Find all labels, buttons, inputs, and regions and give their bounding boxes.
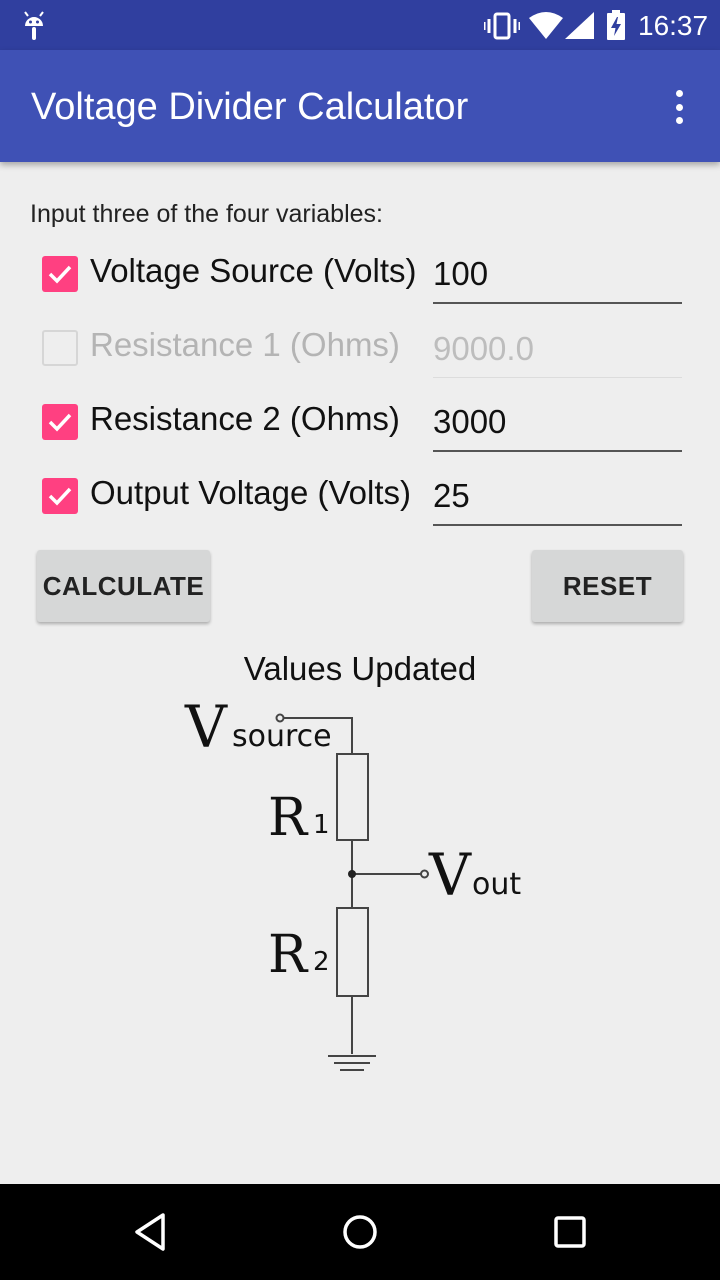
resistance-2-checkbox[interactable] [42,404,78,440]
resistance-2-label: Resistance 2 (Ohms) [90,400,400,437]
vibrate-icon [483,12,521,45]
voltage-divider-diagram: V source R 1 R 2 V out [184,693,521,1071]
output-voltage-row: Output Voltage (Volts) [42,468,682,528]
home-icon[interactable] [300,1184,420,1280]
recent-apps-icon[interactable] [510,1184,630,1280]
resistance-2-row: Resistance 2 (Ohms) [42,394,682,454]
resistor-r1 [336,753,369,841]
more-vert-icon[interactable] [662,84,696,130]
v-source-subscript: source [232,719,332,754]
resistance-1-input[interactable] [433,320,682,378]
app-bar: Voltage Divider Calculator [0,50,720,162]
v-out-label: V [428,841,472,909]
junction-dot [348,870,356,878]
back-icon[interactable] [90,1184,210,1280]
r2-label: R [268,925,309,985]
v-out-subscript: out [472,867,521,902]
app-title: Voltage Divider Calculator [31,86,469,128]
voltage-source-label: Voltage Source (Volts) [90,252,417,289]
resistance-1-checkbox[interactable] [42,330,78,366]
android-debug-icon [22,10,46,47]
calculate-button[interactable]: CALCULATE [37,550,210,622]
navigation-bar [0,1184,720,1280]
status-bar: 16:37 [0,0,720,50]
r2-subscript: 2 [313,947,330,977]
resistance-1-label: Resistance 1 (Ohms) [90,326,400,363]
v-out-terminal [420,869,429,879]
reset-button[interactable]: RESET [532,550,683,622]
r1-subscript: 1 [313,810,330,840]
wifi-icon [529,12,563,45]
resistor-r2 [336,907,369,997]
battery-charging-icon [606,10,626,45]
voltage-source-input[interactable] [433,246,682,304]
output-voltage-checkbox[interactable] [42,478,78,514]
instruction-text: Input three of the four variables: [30,200,383,228]
status-message: Values Updated [243,650,477,687]
output-voltage-input[interactable] [433,468,682,526]
voltage-source-row: Voltage Source (Volts) [42,246,682,306]
v-source-label: V [184,693,228,761]
signal-icon [565,12,595,45]
voltage-source-checkbox[interactable] [42,256,78,292]
status-time: 16:37 [638,10,709,41]
resistance-1-row: Resistance 1 (Ohms) [42,320,682,380]
resistance-2-input[interactable] [433,394,682,452]
r1-label: R [268,788,309,848]
output-voltage-label: Output Voltage (Volts) [90,474,412,511]
